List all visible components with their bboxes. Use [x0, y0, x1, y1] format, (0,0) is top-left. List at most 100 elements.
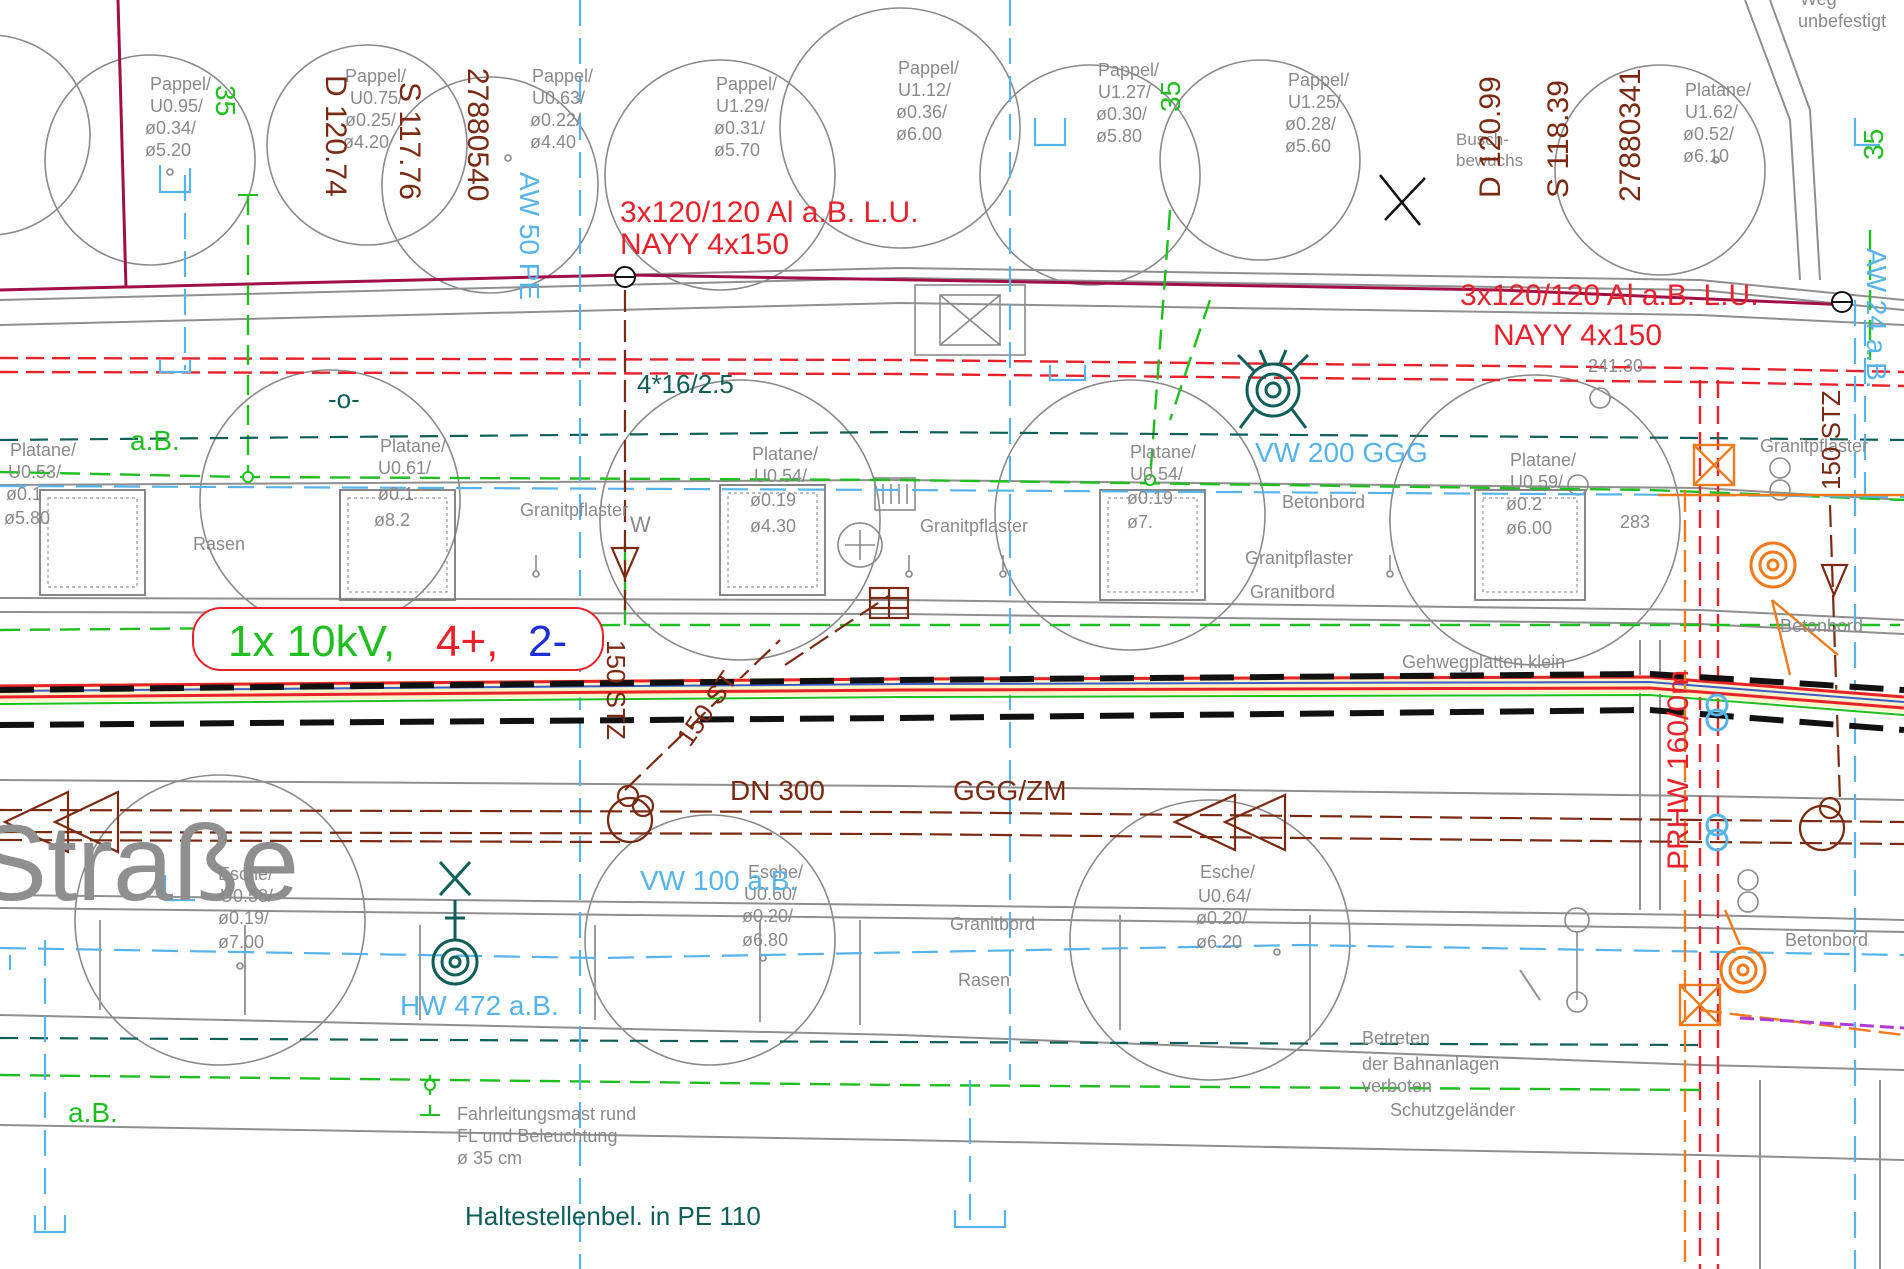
tree-label-line: ø5.80 [4, 508, 50, 528]
granitpflaster-label: Granitpflaster [520, 500, 628, 520]
granitpflaster-label: Granitpflaster [1245, 548, 1353, 568]
betreten-label: Betreten [1362, 1028, 1430, 1048]
depth-label: 35 [1155, 81, 1186, 112]
telecom-lines [0, 195, 1904, 1115]
tree-label-line: ø7.00 [218, 932, 264, 952]
depth-label: 35 [210, 85, 241, 116]
tree-label-line: ø0.34/ [145, 118, 196, 138]
bewuchs-label-2: bewuchs [1456, 151, 1523, 170]
dn300-label: DN 300 [730, 775, 825, 806]
gas-labels: DN 300 GGG/ZM [730, 775, 1067, 806]
tree-label-species: Pappel/ [716, 74, 777, 94]
telecom-label: 4*16/2.5 [637, 369, 734, 399]
granitpflaster-label: Granitpflaster [920, 516, 1028, 536]
s-value-label: S 117.76 [393, 82, 426, 200]
vw100-label: VW 100 a.B. [640, 865, 797, 896]
green-labels: 35 35 35 a.B. a.B. [68, 81, 1889, 1128]
gas-arrows [2, 546, 1849, 854]
teal-labels: 4*16/2.5 -o- Haltestellenbel. in PE 110 [328, 369, 761, 1231]
d-value-label: D 120.99 [1474, 76, 1507, 198]
telecom-markers [238, 194, 1156, 1116]
cable-label: NAYY 4x150 [620, 228, 789, 261]
tree-label-line: ø4.30 [750, 516, 796, 536]
tree-pits [39, 484, 1586, 601]
tree-label-line: U1.25/ [1288, 92, 1341, 112]
tree-label-line: U0.95/ [150, 96, 203, 116]
teal-valves [431, 349, 1310, 986]
tree-label-line: U0.54/ [754, 466, 807, 486]
gas-lines [0, 290, 1904, 846]
water-brackets [8, 118, 1880, 1234]
tree-label-species: Pappel/ [898, 58, 959, 78]
orange-valves [1719, 541, 1797, 994]
water-labels: AW 50 PE AW 24 a.B. VW 200 GGG VW 100 a.… [400, 172, 1892, 1021]
tree-label-line: U0.61/ [378, 458, 431, 478]
tree-label-line: ø0.30/ [1096, 104, 1147, 124]
depth-label: 35 [1858, 129, 1889, 160]
tree-label-species: Pappel/ [1098, 60, 1159, 80]
haltestelle-label: Haltestellenbel. in PE 110 [465, 1201, 761, 1231]
stz-label: 150 STZ [601, 640, 631, 740]
tree-label-species: Pappel/ [1288, 70, 1349, 90]
tree-label-line: ø6.80 [742, 930, 788, 950]
stz-label: 150 ST [670, 665, 743, 751]
vw200-label: VW 200 GGG [1255, 437, 1428, 468]
stz-label: 150 STZ [1816, 390, 1846, 490]
tree-label-line: U0.58/ [220, 886, 273, 906]
street-name: Straße [0, 802, 299, 923]
tree-label-line: U0.60/ [744, 884, 797, 904]
w-label: W [630, 512, 651, 537]
tree-label-line: ø0.20/ [1196, 908, 1247, 928]
tree-label-species: Pappel/ [532, 66, 593, 86]
plus-label: 4+, [436, 617, 498, 666]
tree-crowns [0, 7, 1766, 1081]
tree-label-species: Esche/ [748, 862, 803, 882]
tree-pit-texture [47, 492, 1578, 593]
tree-label-line: ø0.2 [1506, 494, 1542, 514]
tree-label-line: ø0.1 [6, 484, 42, 504]
betreten-label: der Bahnanlagen [1362, 1054, 1499, 1074]
tree-label-species: Platane/ [380, 436, 446, 456]
10kv-callout-box [192, 607, 604, 671]
ab-label: a.B. [130, 425, 180, 456]
tree-label-line: ø5.60 [1285, 136, 1331, 156]
id-label: 27880540 [461, 68, 494, 201]
granitbord-label: Granitbord [1250, 582, 1335, 602]
purple-line [1739, 1016, 1904, 1030]
schutzgelaender-label: Schutzgeländer [1390, 1100, 1515, 1120]
tree-label-line: ø0.36/ [896, 102, 947, 122]
aw24-label: AW 24 a.B. [1861, 248, 1892, 389]
mast-label: ø 35 cm [457, 1148, 522, 1168]
mast-label: FL und Beleuchtung [457, 1126, 617, 1146]
orange-network [1658, 443, 1904, 1269]
tree-label-line: U0.59/ [1510, 472, 1563, 492]
cable-label: 3x120/120 Al a.B. L.U. [1460, 279, 1759, 312]
weg-label: Weg [1800, 0, 1837, 9]
granitbord-label: Granitbord [950, 914, 1035, 934]
minus-label: 2- [528, 617, 567, 666]
prhw-label: PRHW 160/0m [1662, 670, 1695, 870]
aw50-label: AW 50 PE [514, 172, 545, 300]
tree-label-line: ø5.80 [1096, 126, 1142, 146]
cable-label: NAYY 4x150 [1493, 319, 1662, 352]
number-label: 283 [1620, 512, 1650, 532]
betonbord-label: Betonbord [1282, 492, 1365, 512]
cable-label: 3x120/120 Al a.B. L.U. [620, 196, 919, 229]
overhead-line [0, 0, 1851, 307]
tree-label-line: ø6.00 [1506, 518, 1552, 538]
tree-label-line: ø5.20 [145, 140, 191, 160]
s-value-label: S 118.39 [1542, 80, 1575, 198]
d-value-label: D 120.74 [319, 75, 352, 197]
tree-label-species: Platane/ [1130, 442, 1196, 462]
height-label: 241.30 [1588, 356, 1643, 376]
rasen-label: Rasen [958, 970, 1010, 990]
paving-joints [99, 915, 1311, 1040]
misc-symbols [166, 154, 1791, 1013]
ggg-label: GGG/ZM [953, 775, 1067, 806]
weg-surface-label: unbefestigt [1798, 11, 1886, 31]
tree-label-line: ø7. [1127, 512, 1153, 532]
tree-label-line: ø5.70 [714, 140, 760, 160]
hw472-label: HW 472 a.B. [400, 990, 559, 1021]
tree-label-species: Pappel/ [150, 74, 211, 94]
